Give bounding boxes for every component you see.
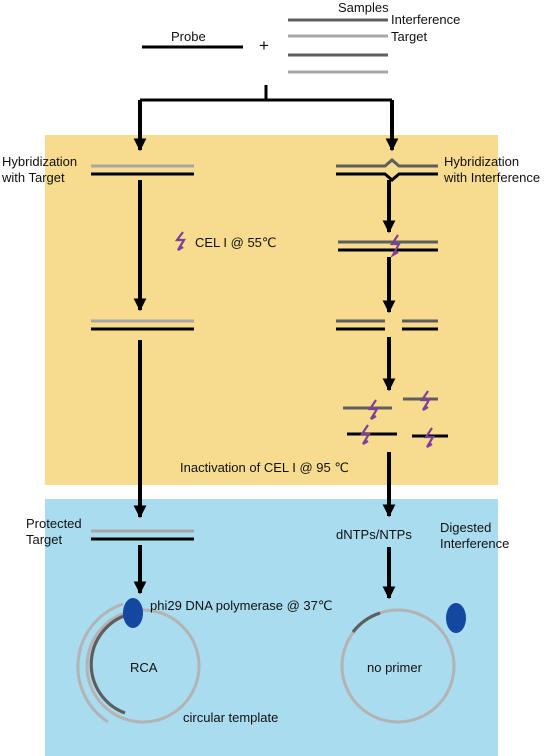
rca-product-strand bbox=[89, 612, 131, 715]
hybridization-interference-label-2: with Interference bbox=[444, 170, 541, 185]
hybridization-target-label-2: with Target bbox=[2, 170, 65, 185]
samples-label: Samples bbox=[338, 0, 389, 15]
circular-template-right bbox=[340, 608, 456, 724]
template-segment-dark bbox=[351, 611, 381, 634]
splitter-connector bbox=[140, 85, 392, 102]
probe-strand-mismatch bbox=[336, 172, 438, 182]
hybridization-target-label: Hybridization bbox=[2, 154, 78, 169]
enzyme-bolt-icon bbox=[359, 424, 371, 445]
phi29-polymerase-label: phi29 DNA polymerase @ 37℃ bbox=[150, 598, 333, 613]
phi29-polymerase bbox=[123, 598, 143, 628]
hybridization-interference-label: Hybridization bbox=[444, 154, 520, 169]
rca-label: RCA bbox=[130, 660, 158, 675]
free-polymerase bbox=[446, 603, 466, 633]
target-label: Target bbox=[391, 29, 428, 44]
enzyme-bolt-icon bbox=[389, 234, 401, 259]
amplification-panel bbox=[45, 499, 498, 756]
enzyme-bolt-icon bbox=[419, 390, 431, 411]
enzyme-bolt-icon bbox=[174, 231, 186, 251]
digested-interference-label-2: Interference bbox=[440, 536, 510, 551]
no-primer-label: no primer bbox=[367, 660, 422, 675]
digested-interference-label: Digested bbox=[440, 520, 492, 535]
circular-template-label: circular template bbox=[183, 710, 279, 725]
plus-sign: + bbox=[259, 36, 269, 55]
cel-digestion-label: CEL I @ 55℃ bbox=[195, 235, 277, 250]
circular-template-left bbox=[85, 608, 201, 724]
enzyme-bolt-icon bbox=[423, 427, 435, 448]
inactivation-label: Inactivation of CEL I @ 95 ℃ bbox=[180, 460, 349, 475]
protected-target-label: Protected bbox=[26, 516, 82, 531]
rca-product-tail bbox=[76, 602, 124, 724]
dntps-label: dNTPs/NTPs bbox=[336, 527, 412, 542]
protected-target-label-2: Target bbox=[26, 532, 63, 547]
cel-digestion-panel bbox=[45, 135, 498, 485]
probe-label: Probe bbox=[171, 29, 206, 44]
interference-strand-hybrid bbox=[336, 158, 438, 168]
interference-label: Interference bbox=[391, 12, 461, 27]
flow-arrows bbox=[133, 100, 399, 600]
enzyme-bolt-icon bbox=[367, 399, 379, 420]
